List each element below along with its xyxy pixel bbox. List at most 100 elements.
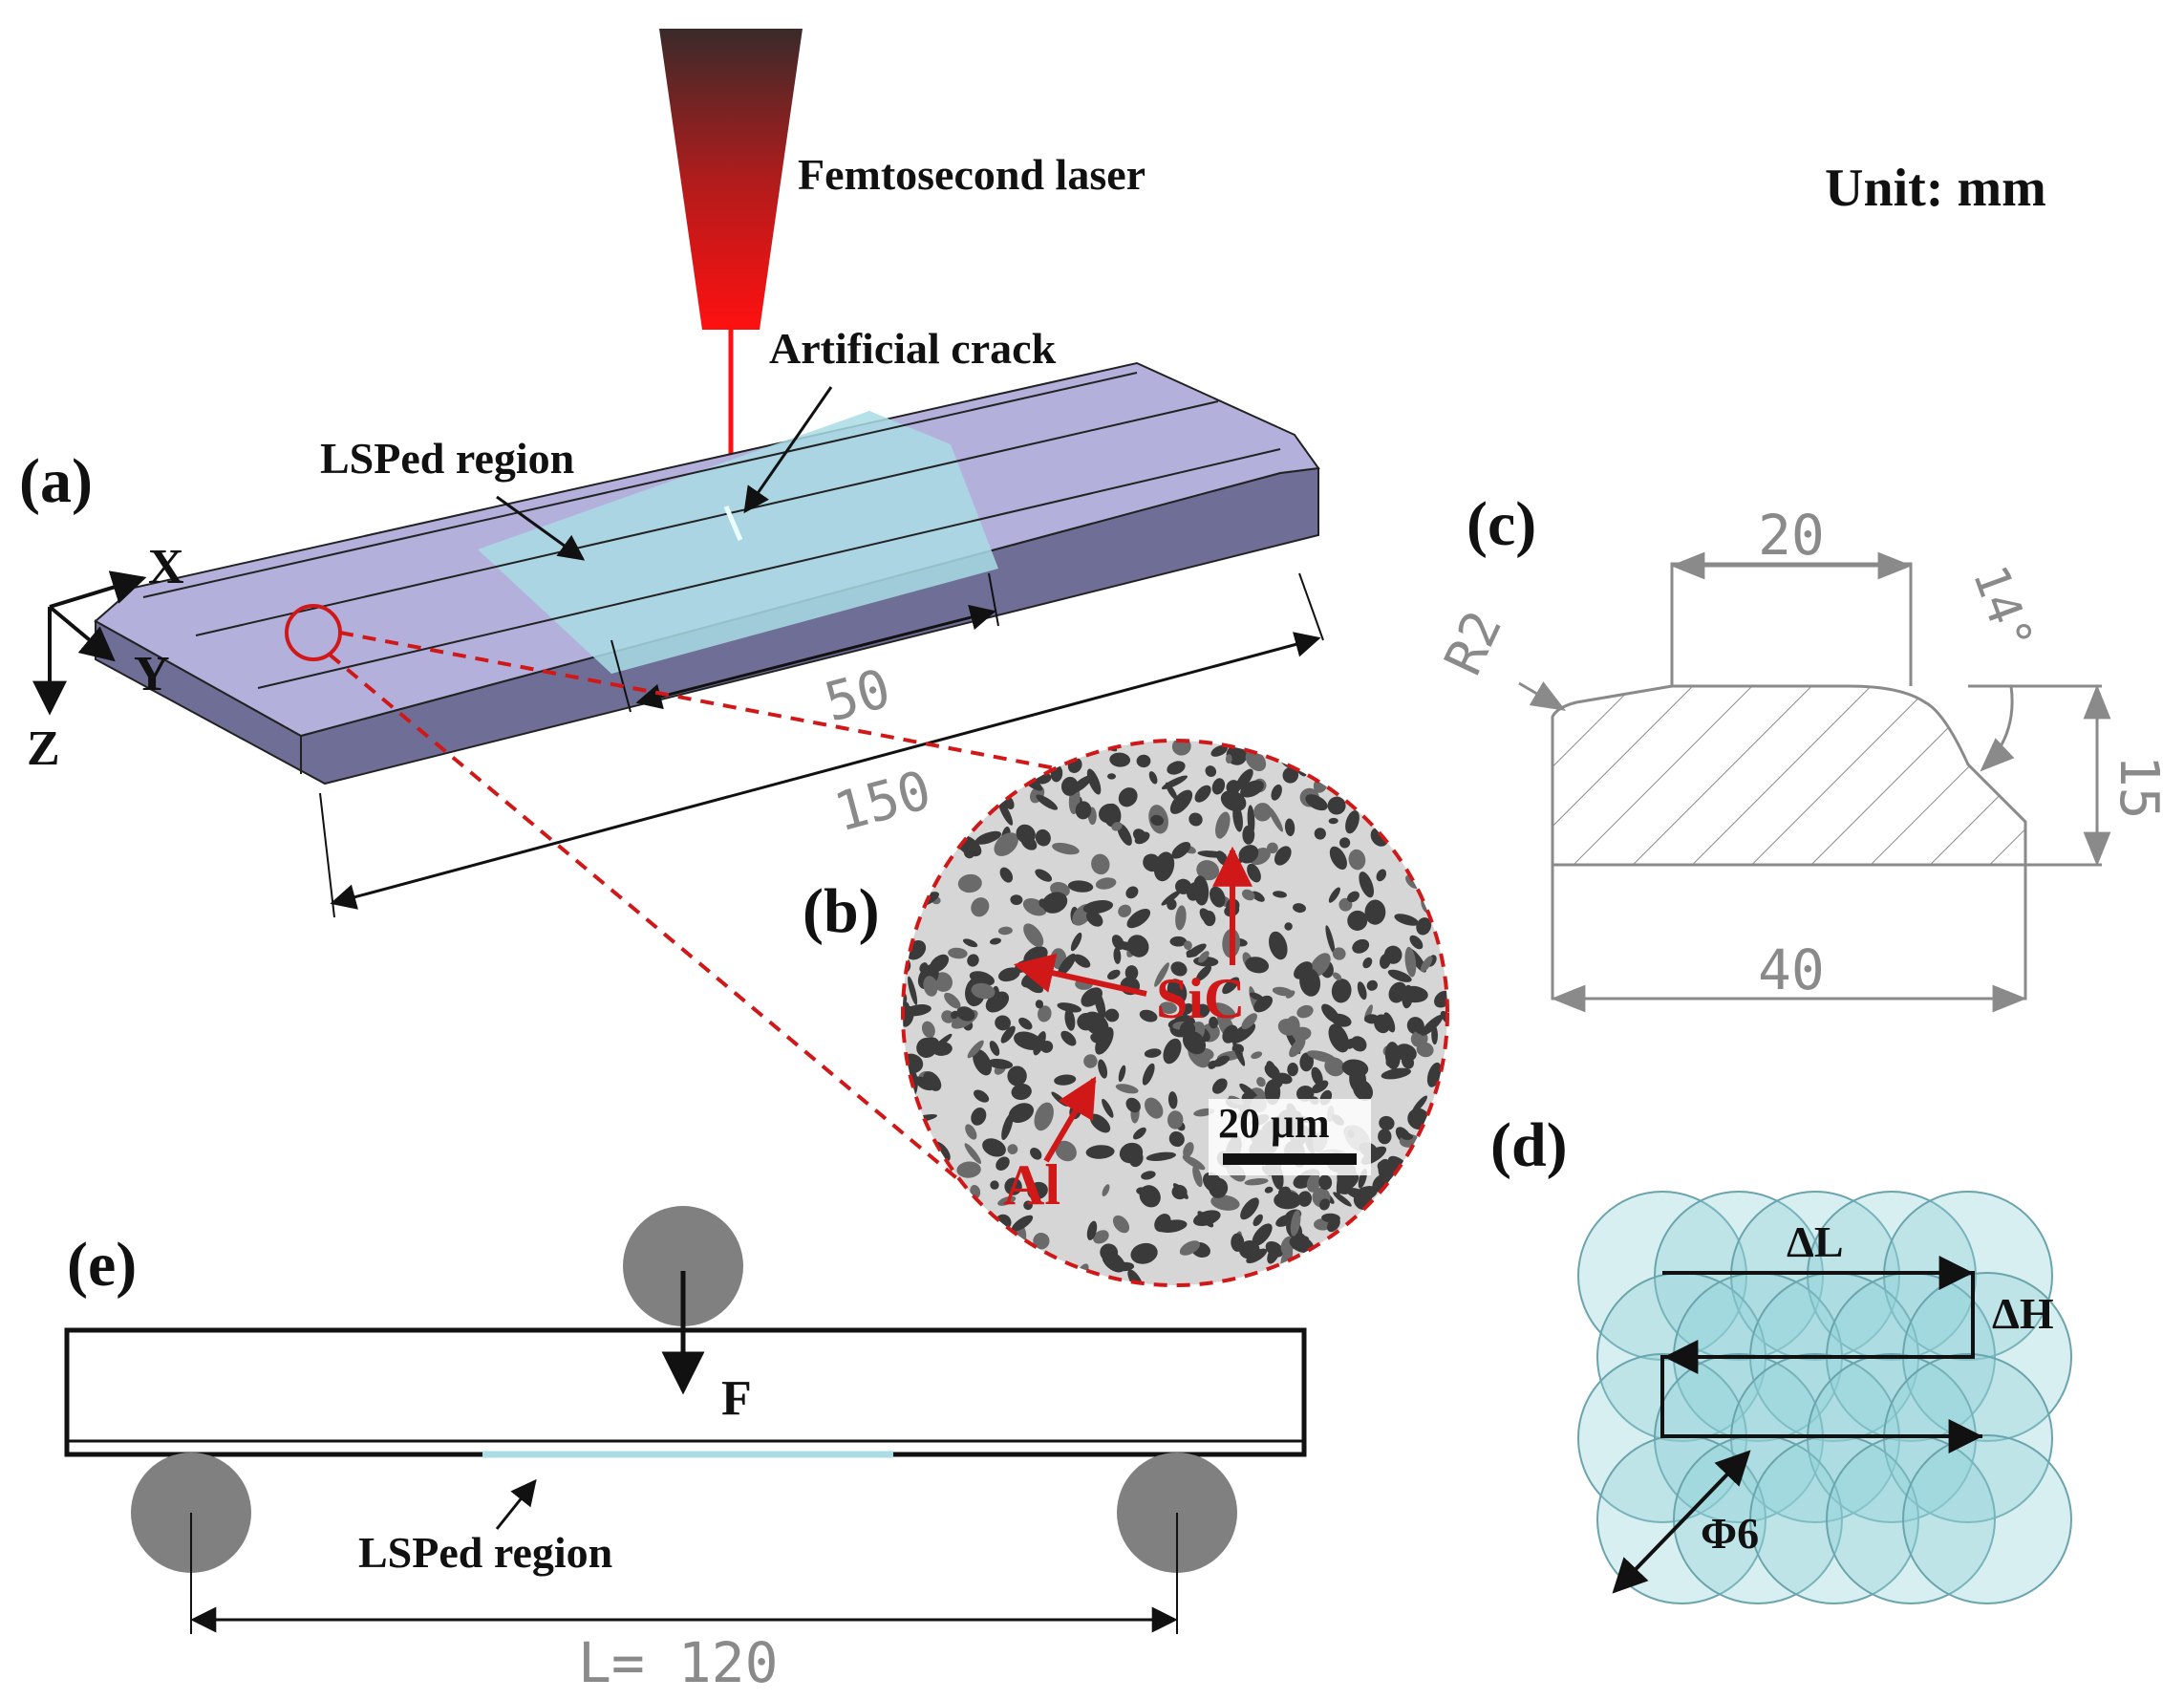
dim-150-ext — [1298, 572, 1324, 641]
scale-bar-label: 20 μm — [1218, 1100, 1330, 1147]
dim-c-20-label: 20 — [1758, 503, 1825, 568]
phi6-dim-line — [1612, 1450, 1751, 1594]
sic-particle — [989, 1041, 1000, 1056]
sic-particle — [1075, 801, 1092, 820]
sic-particle — [1267, 1244, 1280, 1264]
panel-e-label: (e) — [67, 1230, 137, 1300]
sic-particle — [1253, 995, 1274, 1013]
sic-particle — [971, 1108, 987, 1126]
sic-particle — [1133, 1127, 1146, 1140]
sic-label: SiC — [1156, 967, 1245, 1030]
sic-particle — [1232, 1041, 1246, 1066]
sic-particle — [962, 938, 978, 948]
sic-particle — [1352, 938, 1370, 954]
sic-particle — [1126, 935, 1149, 958]
sic-particle — [1144, 1048, 1162, 1058]
sic-particle — [1119, 1142, 1144, 1164]
zoom-guide-line — [339, 631, 1061, 771]
sic-particle — [1296, 1004, 1314, 1019]
sic-particle — [1085, 911, 1103, 927]
sic-particle — [1239, 1083, 1259, 1101]
sic-particle — [1256, 1077, 1266, 1087]
sic-particle — [1268, 807, 1283, 832]
sic-particle — [1153, 851, 1175, 882]
sic-particle — [1057, 1002, 1081, 1013]
sic-particle — [1327, 1216, 1340, 1233]
sic-particle — [1210, 886, 1226, 908]
sic-particle — [1132, 828, 1146, 842]
sic-particle — [1058, 953, 1077, 977]
bending-setup — [64, 1206, 1307, 1573]
sic-particle — [1118, 787, 1138, 807]
sic-particle — [1167, 1091, 1178, 1109]
sic-particle — [1402, 984, 1414, 1009]
sic-particle — [1011, 1083, 1032, 1101]
sic-particle — [1127, 1269, 1144, 1285]
force-label: F — [721, 1371, 752, 1426]
sic-particle — [1169, 789, 1193, 814]
sic-particle — [923, 1071, 942, 1091]
phi6-label: Φ6 — [1701, 1509, 1759, 1558]
dim-c-14-arc — [1980, 685, 2015, 772]
dim-150-line — [330, 632, 1321, 910]
sic-particle — [1251, 1051, 1263, 1060]
sic-particle — [1004, 1177, 1022, 1195]
laser-beam — [659, 29, 803, 506]
sic-particle — [1331, 979, 1352, 1003]
dim-150-label: 150 — [828, 760, 938, 845]
sic-arrow — [1013, 953, 1147, 997]
sic-particle — [956, 1006, 975, 1022]
sic-particle — [1378, 1129, 1392, 1145]
sic-particle — [1188, 812, 1203, 827]
sic-particle — [967, 954, 979, 967]
sic-particle — [963, 846, 975, 859]
sic-particle — [1293, 903, 1306, 914]
sic-particle — [1251, 891, 1265, 902]
dim-c-40-label: 40 — [1758, 937, 1825, 1002]
sic-particle — [1107, 773, 1116, 780]
sic-particle — [1416, 917, 1432, 936]
sic-particle — [1023, 923, 1044, 948]
sic-particle — [1203, 910, 1216, 927]
sic-particle — [1338, 837, 1351, 849]
sic-particle — [1007, 1144, 1018, 1154]
sic-particle — [1086, 1220, 1098, 1240]
sic-particle — [1172, 1183, 1188, 1199]
sic-particle — [1086, 768, 1102, 795]
sic-particle — [982, 1138, 1006, 1157]
sic-particle — [948, 947, 968, 959]
crack-pointer-arrow — [743, 386, 833, 514]
sic-particle — [1362, 957, 1373, 969]
sic-particle — [1287, 1063, 1298, 1077]
sic-particle — [1175, 905, 1187, 931]
sic-particle — [1272, 986, 1294, 997]
sic-particle — [1183, 1142, 1194, 1158]
zoom-guide-line — [328, 653, 967, 1187]
panel-b-label: (b) — [803, 876, 880, 946]
sic-particle — [1274, 846, 1292, 866]
laser-label: Femtosecond laser — [798, 150, 1146, 199]
specimen-ridge-line — [195, 400, 1219, 636]
sic-particle — [1064, 1008, 1076, 1031]
sic-particle — [1033, 1233, 1050, 1250]
sic-particle — [1245, 749, 1267, 771]
sic-particle — [1038, 1005, 1052, 1022]
sic-particle — [1070, 932, 1082, 952]
sic-particle — [1182, 1154, 1206, 1171]
sic-particle — [1210, 744, 1228, 757]
sic-particle — [1328, 1023, 1350, 1053]
sic-particle — [1179, 1003, 1194, 1016]
sic-particle — [1060, 1030, 1077, 1046]
sic-particle — [1007, 1065, 1027, 1087]
sic-particle — [996, 1156, 1010, 1172]
sic-particle — [1196, 965, 1211, 981]
sic-particle — [1318, 1198, 1331, 1211]
sic-particle — [1240, 780, 1264, 798]
sic-particle — [1167, 898, 1177, 911]
sic-particle — [1163, 1038, 1182, 1065]
sic-particle — [957, 873, 982, 893]
sic-particle — [1014, 1031, 1042, 1050]
sic-particle — [1067, 880, 1094, 893]
sic-particle — [1161, 890, 1181, 906]
cross-section-hatched — [1551, 684, 2027, 867]
